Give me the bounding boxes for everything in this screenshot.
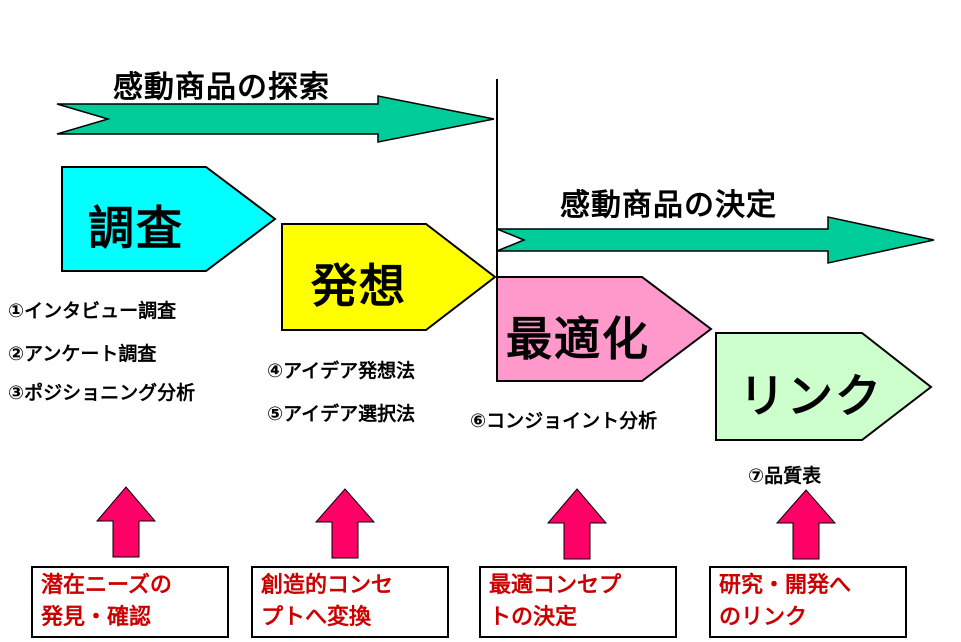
goal-box-4-line2: のリンク <box>719 605 808 630</box>
step-label-research: 調査 <box>88 201 184 255</box>
method-interview: ①インタビュー調査 <box>8 300 177 322</box>
goal-box-4: 研究・開発へ のリンク <box>709 566 907 638</box>
method-quality-table: ⑦品質表 <box>748 465 822 487</box>
goal-box-1-line1: 潜在ニーズの <box>41 573 172 598</box>
step-shape-optimization <box>496 276 713 382</box>
method-conjoint: ⑥コンジョイント分析 <box>470 410 658 432</box>
goal-box-2-line2: プトへ変換 <box>261 605 372 630</box>
goal-box-1-line2: 発見・確認 <box>41 605 152 630</box>
method-idea-selection: ⑤アイデア選択法 <box>267 403 416 425</box>
step-shape-research <box>61 166 277 272</box>
up-arrow-4 <box>775 489 837 560</box>
up-arrow-1 <box>95 486 157 558</box>
decide-phase-arrow <box>496 216 935 264</box>
search-phase-arrow <box>56 95 495 143</box>
step-shape-link <box>715 332 933 441</box>
step-shape-ideation <box>281 223 497 331</box>
step-label-ideation: 発想 <box>311 259 407 313</box>
up-arrow-2 <box>314 488 376 559</box>
goal-box-3: 最適コンセプ トの決定 <box>479 566 677 638</box>
step-label-optimization: 最適化 <box>506 312 650 366</box>
goal-box-2: 創造的コンセ プトへ変換 <box>251 566 449 638</box>
method-survey: ②アンケート調査 <box>8 343 157 365</box>
method-positioning: ③ポジショニング分析 <box>8 382 196 404</box>
goal-box-3-line2: トの決定 <box>489 605 578 630</box>
goal-box-1: 潜在ニーズの 発見・確認 <box>31 566 229 638</box>
goal-box-3-line1: 最適コンセプ <box>489 573 622 598</box>
search-phase-title: 感動商品の探索 <box>113 70 330 105</box>
goal-box-4-line1: 研究・開発へ <box>719 573 852 598</box>
step-label-link: リンク <box>739 369 883 423</box>
goal-box-2-line1: 創造的コンセ <box>261 573 394 598</box>
method-idea-generation: ④アイデア発想法 <box>267 360 416 382</box>
up-arrow-3 <box>546 488 608 560</box>
decide-phase-title: 感動商品の決定 <box>560 188 777 223</box>
